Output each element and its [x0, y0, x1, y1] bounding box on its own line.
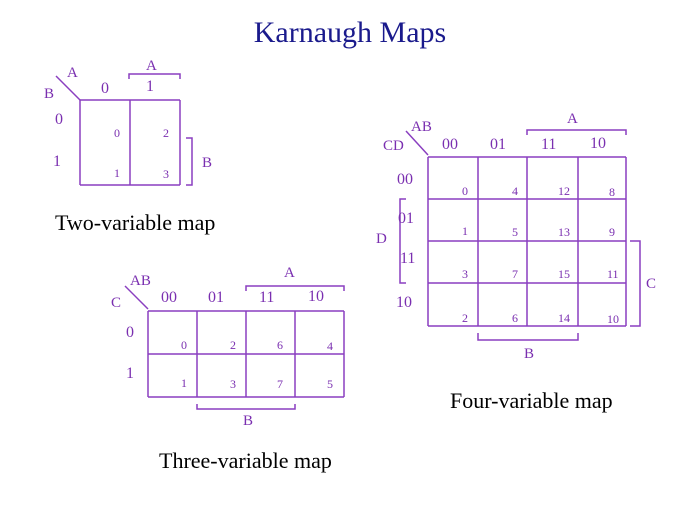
four-var-cell: 10	[607, 312, 619, 326]
three-var-cell: 1	[181, 376, 187, 390]
four-var-bracket-c-label: C	[646, 276, 657, 292]
four-var-bracket-a	[526, 129, 627, 135]
three-var-bracket-a-label: A	[284, 265, 295, 281]
two-var-col-header: 0	[101, 80, 109, 97]
two-var-cell: 2	[163, 126, 169, 140]
four-var-caption: Four-variable map	[450, 388, 613, 413]
four-var-cell: 4	[512, 184, 518, 198]
four-var-cell: 1	[462, 224, 468, 238]
four-var-corner-col-label: AB	[411, 119, 432, 135]
two-var-cell: 1	[114, 166, 120, 180]
three-var-col-header: 01	[208, 289, 224, 306]
four-var-cell: 3	[462, 267, 468, 281]
three-var-corner-divider	[124, 285, 149, 310]
two-var-bracket-a	[128, 73, 181, 79]
four-var-bracket-c	[630, 240, 641, 327]
three-var-bracket-b	[196, 404, 296, 410]
three-var-col-header: 00	[161, 289, 177, 306]
two-var-corner-col-label: A	[67, 65, 78, 81]
three-var-corner-col-label: AB	[130, 273, 151, 289]
four-var-bracket-d	[399, 198, 406, 284]
three-var-cell: 5	[327, 377, 333, 391]
four-var-corner-divider	[405, 130, 429, 156]
four-var-cell: 5	[512, 225, 518, 239]
two-var-bracket-b-label: B	[202, 155, 213, 171]
four-var-col-header: 11	[541, 136, 557, 153]
four-var-cell: 13	[558, 225, 570, 239]
two-var-corner-row-label: B	[44, 86, 55, 102]
four-var-col-header: 10	[590, 135, 606, 152]
four-var-cell: 2	[462, 311, 468, 325]
three-var-corner-row-label: C	[111, 295, 122, 311]
four-var-row-header: 11	[400, 250, 416, 267]
four-var-cell: 14	[558, 311, 570, 325]
four-var-cell: 8	[609, 185, 615, 199]
three-var-col-header: 10	[308, 288, 324, 305]
three-var-cell: 3	[230, 377, 236, 391]
two-var-col-header: 1	[146, 78, 154, 95]
three-var-caption: Three-variable map	[159, 448, 332, 473]
four-var-row-header: 10	[396, 294, 412, 311]
four-var-cell: 9	[609, 225, 615, 239]
four-var-bracket-d-label: D	[376, 231, 387, 247]
four-var-cell: 0	[462, 184, 468, 198]
two-var-cell: 3	[163, 167, 169, 181]
four-var-cell: 7	[512, 267, 518, 281]
two-var-caption: Two-variable map	[55, 210, 216, 235]
four-var-row-header: 00	[397, 171, 413, 188]
three-var-bracket-b-label: B	[243, 413, 254, 429]
four-var-cell: 12	[558, 184, 570, 198]
three-var-bracket-a	[245, 285, 345, 291]
three-var-cell: 2	[230, 338, 236, 352]
four-var-row-header: 01	[398, 210, 414, 227]
three-var-cell: 4	[327, 339, 333, 353]
two-var-corner-divider	[55, 75, 81, 101]
four-var-bracket-b-label: B	[524, 346, 535, 362]
three-var-row-header: 0	[126, 324, 134, 341]
two-var-row-header: 0	[55, 111, 63, 128]
three-var-row-header: 1	[126, 365, 134, 382]
two-var-bracket-b	[186, 137, 193, 186]
page-title: Karnaugh Maps	[253, 16, 447, 49]
two-var-row-header: 1	[53, 153, 61, 170]
three-var-cell: 0	[181, 338, 187, 352]
three-var-cell: 6	[277, 338, 283, 352]
four-var-cell: 6	[512, 311, 518, 325]
four-var-bracket-a-label: A	[567, 111, 578, 127]
two-var-bracket-a-label: A	[146, 58, 157, 74]
four-var-col-header: 00	[442, 136, 458, 153]
four-var-corner-row-label: CD	[383, 138, 404, 154]
four-var-col-header: 01	[490, 136, 506, 153]
four-var-cell: 11	[607, 267, 619, 281]
two-var-cell: 0	[114, 126, 120, 140]
four-var-cell: 15	[558, 267, 570, 281]
three-var-cell: 7	[277, 377, 283, 391]
three-var-col-header: 11	[259, 289, 275, 306]
four-var-bracket-b	[477, 333, 579, 341]
